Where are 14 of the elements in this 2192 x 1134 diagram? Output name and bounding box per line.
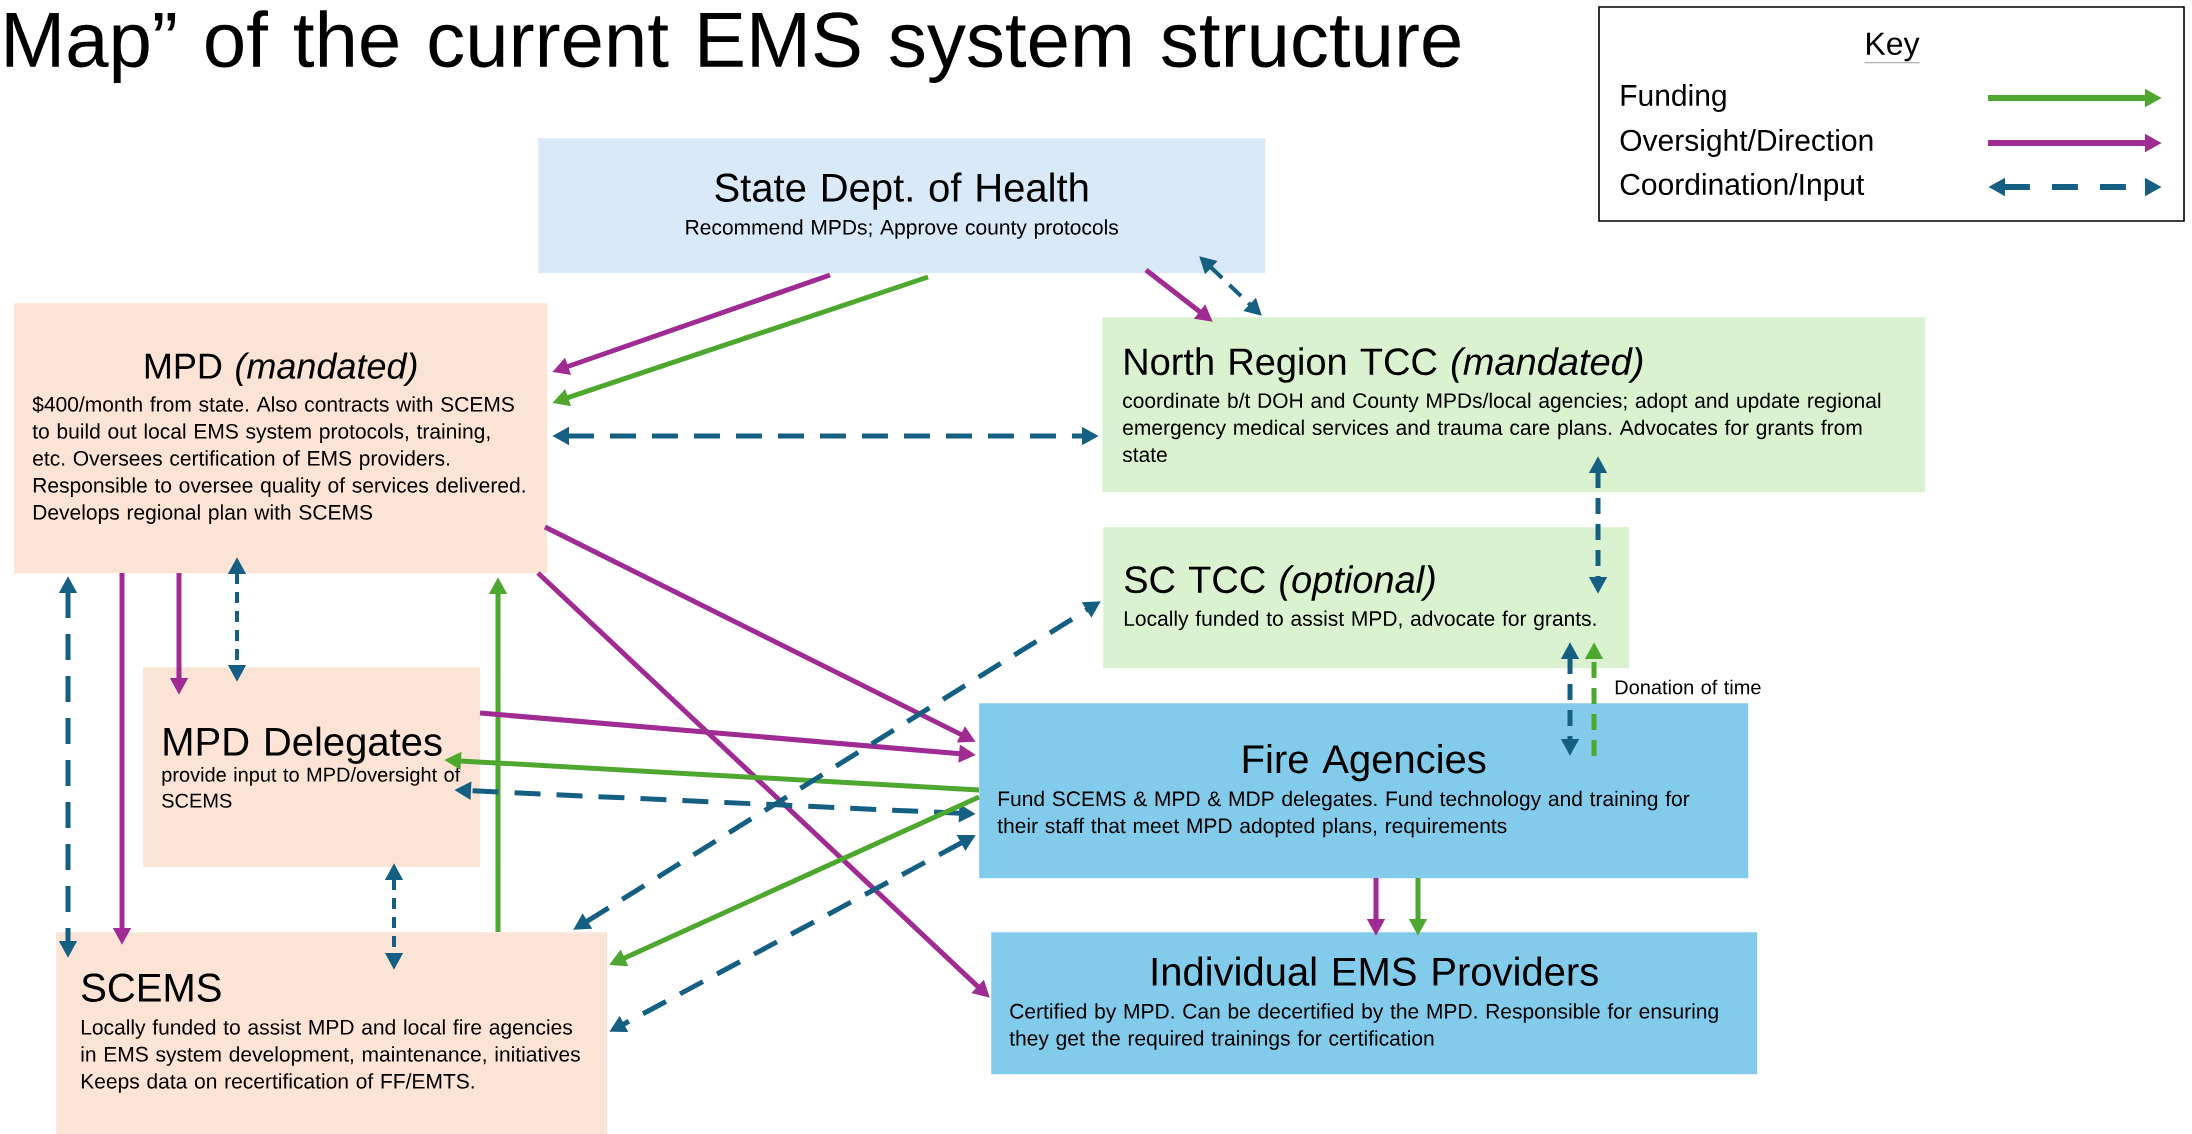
legend-label: Oversight/Direction (1620, 129, 1873, 157)
edge-label: Donation of time (1612, 677, 1764, 697)
organization-box: North Region TCC (mandated) coordinate b/t DOH and County MPDs/local agencies; adopt and update regional emergency medical services and trauma care plans. Advocates for grants from state (1102, 317, 1926, 493)
organization-box: SC TCC (optional) Locally funded to assist MPD, advocate for grants. (1103, 527, 1630, 669)
organization-box: SCEMS Locally funded to assist MPD and local fire agencies in EMS system development, maintenance, initiatives Keeps data on recertification of FF/EMTS. (56, 932, 608, 1134)
legend-title: Key (1864, 32, 1920, 63)
title: Map” of the current EMS system structure (6, 10, 1460, 83)
organization-box: MPD Delegates provide input to MPD/oversight of SCEMS (143, 667, 481, 868)
organization-box: Fire Agencies Fund SCEMS & MPD & MDP delegates. Fund technology and training for their staff that meet MPD adopted plans, requirements (979, 703, 1749, 879)
organization-box: MPD (mandated) $400/month from state. Also contracts with SCEMS to build out local EMS system protocols, training, etc. Oversees certification of EMS providers. Responsible to oversee quality of services delivered. Develops regional plan with SCEMS (14, 303, 548, 574)
organization-box: State Dept. of Health Recommend MPDs; Approve county protocols (538, 138, 1266, 274)
legend-label: Funding (1621, 84, 1726, 112)
organization-box: Individual EMS Providers Certified by MPD. Can be decertified by the MPD. Responsible for ensuring they get the required trainings for certification (991, 932, 1758, 1075)
legend-label: Coordination/Input (1620, 173, 1865, 201)
